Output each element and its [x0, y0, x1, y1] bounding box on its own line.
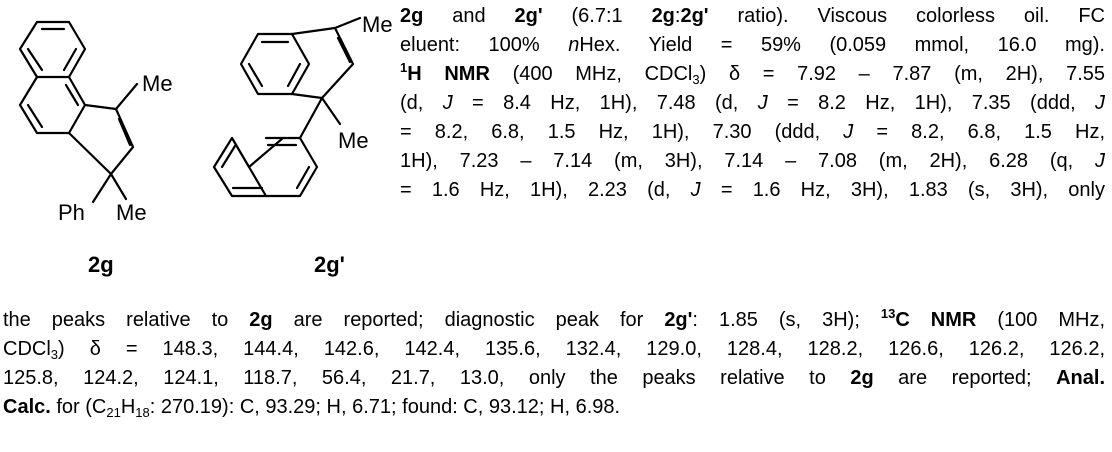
methyl-label-2g-prime-top: Me: [362, 12, 393, 37]
structure-2g: [18, 20, 139, 204]
text-line-4: (d, J = 8.4 Hz, 1H), 7.48 (d, J = 8.2 Hz…: [400, 92, 1105, 114]
text-line-10: 125.8, 124.2, 124.1, 118.7, 56.4, 21.7, …: [3, 367, 1106, 389]
text-line-11: Calc. for (C21H18: 270.19): C, 93.29; H,…: [3, 396, 621, 420]
compound-label-2g-prime: 2g': [314, 252, 345, 277]
chemical-structures: Me Ph Me 2g Me Me 2g': [18, 12, 393, 277]
text-line-2: eluent: 100% nHex. Yield = 59% (0.059 mm…: [400, 34, 1105, 56]
text-line-6: 1H), 7.23 – 7.14 (m, 3H), 7.14 – 7.08 (m…: [400, 150, 1105, 172]
compound-label-2g: 2g: [88, 252, 114, 277]
text-line-3: 1H NMR (400 MHz, CDCl3) δ = 7.92 – 7.87 …: [400, 60, 1105, 87]
methyl-label-2g-top: Me: [142, 71, 173, 96]
phenyl-label-2g: Ph: [58, 200, 85, 225]
text-line-9: CDCl3) δ = 148.3, 144.4, 142.6, 142.4, 1…: [3, 338, 1105, 362]
characterization-paragraph-top: 2g and 2g' (6.7:1 2g:2g' ratio). Viscous…: [400, 2, 1105, 205]
text-line-7: = 1.6 Hz, 1H), 2.23 (d, J = 1.6 Hz, 3H),…: [400, 179, 1105, 201]
structure-2g-prime: [212, 16, 362, 198]
methyl-label-2g-bottom: Me: [116, 200, 147, 225]
text-line-5: = 8.2, 6.8, 1.5 Hz, 1H), 7.30 (ddd, J = …: [400, 121, 1105, 143]
methyl-label-2g-prime-bottom: Me: [338, 128, 369, 153]
characterization-paragraph-bottom: the peaks relative to 2g are reported; d…: [3, 306, 1105, 422]
text-line-8: the peaks relative to 2g are reported; d…: [3, 306, 1105, 331]
text-line-1: 2g and 2g' (6.7:1 2g:2g' ratio). Viscous…: [400, 5, 1105, 27]
